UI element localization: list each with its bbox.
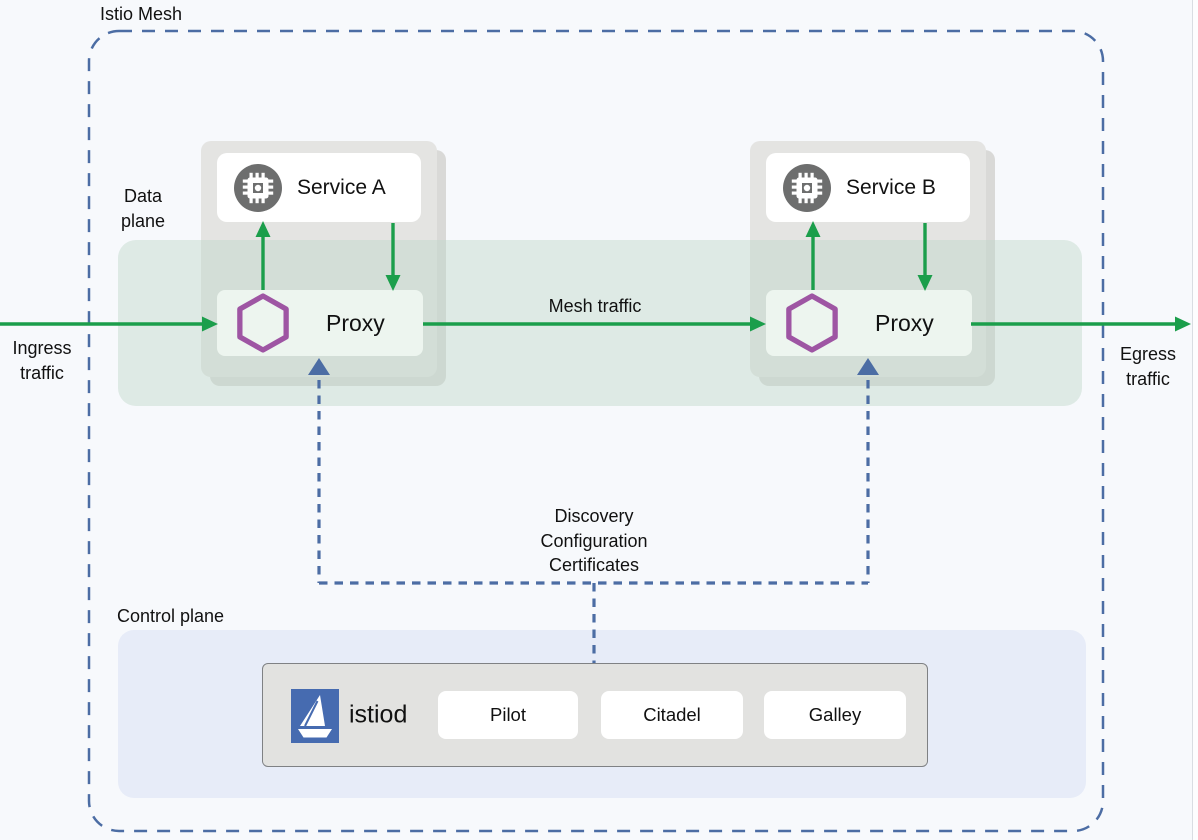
hexagon-icon <box>236 293 290 353</box>
hexagon-icon <box>785 293 839 353</box>
service-a-card: Service A <box>217 153 421 222</box>
proxy-a-box: Proxy <box>217 290 423 356</box>
istiod-component-galley: Galley <box>764 691 906 739</box>
citadel-label: Citadel <box>643 704 701 725</box>
istiod-box: istiod Pilot Citadel Galley <box>262 663 928 767</box>
pilot-label: Pilot <box>490 704 526 725</box>
page-right-gutter <box>1192 0 1198 840</box>
galley-label: Galley <box>808 704 862 725</box>
chip-icon <box>783 163 831 212</box>
service-a-label: Service A <box>297 175 386 199</box>
mesh-traffic-label: Mesh traffic <box>548 296 642 316</box>
istio-mesh-label: Istio Mesh <box>100 4 183 24</box>
istiod-component-citadel: Citadel <box>601 691 743 739</box>
istiod-label: istiod <box>349 700 408 729</box>
egress-arrowhead <box>1175 316 1191 332</box>
proxy-b-label: Proxy <box>875 309 934 336</box>
proxy-b-box: Proxy <box>766 290 972 356</box>
service-b-card: Service B <box>766 153 970 222</box>
control-plane-label: Control plane <box>117 606 225 626</box>
sailboat-icon <box>291 689 339 743</box>
proxy-a-label: Proxy <box>326 309 385 336</box>
istiod-component-pilot: Pilot <box>438 691 578 739</box>
chip-icon <box>234 163 282 212</box>
service-b-label: Service B <box>846 175 936 199</box>
